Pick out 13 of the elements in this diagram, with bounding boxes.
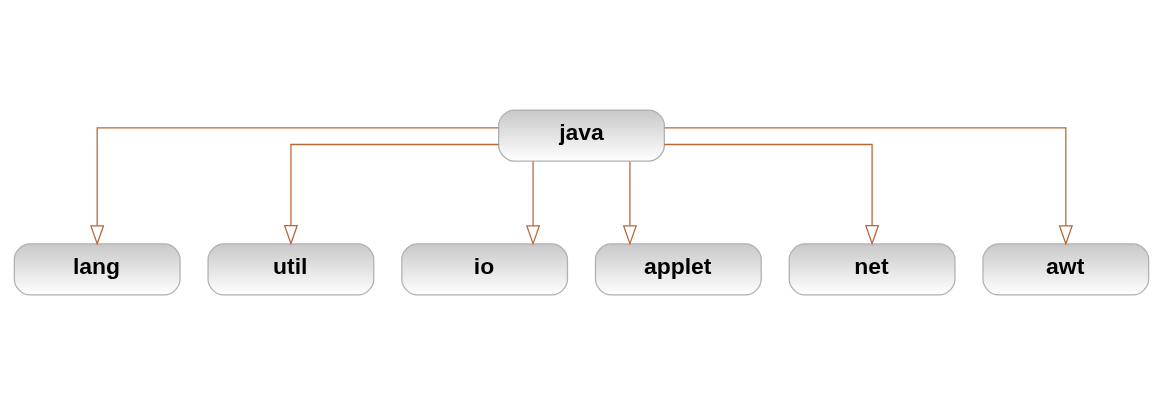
node-box: lang <box>13 242 181 296</box>
arrow <box>664 126 1073 246</box>
node-box: net <box>788 242 956 296</box>
node-box: io <box>401 242 569 296</box>
node-box: java <box>498 108 665 162</box>
arrow <box>283 143 500 245</box>
node-box: applet <box>594 242 762 296</box>
arrow <box>90 126 499 246</box>
arrow <box>663 143 880 245</box>
arrow <box>525 160 541 246</box>
arrow <box>622 160 638 246</box>
node-box: util <box>207 242 375 296</box>
node-box: awt <box>982 242 1150 296</box>
